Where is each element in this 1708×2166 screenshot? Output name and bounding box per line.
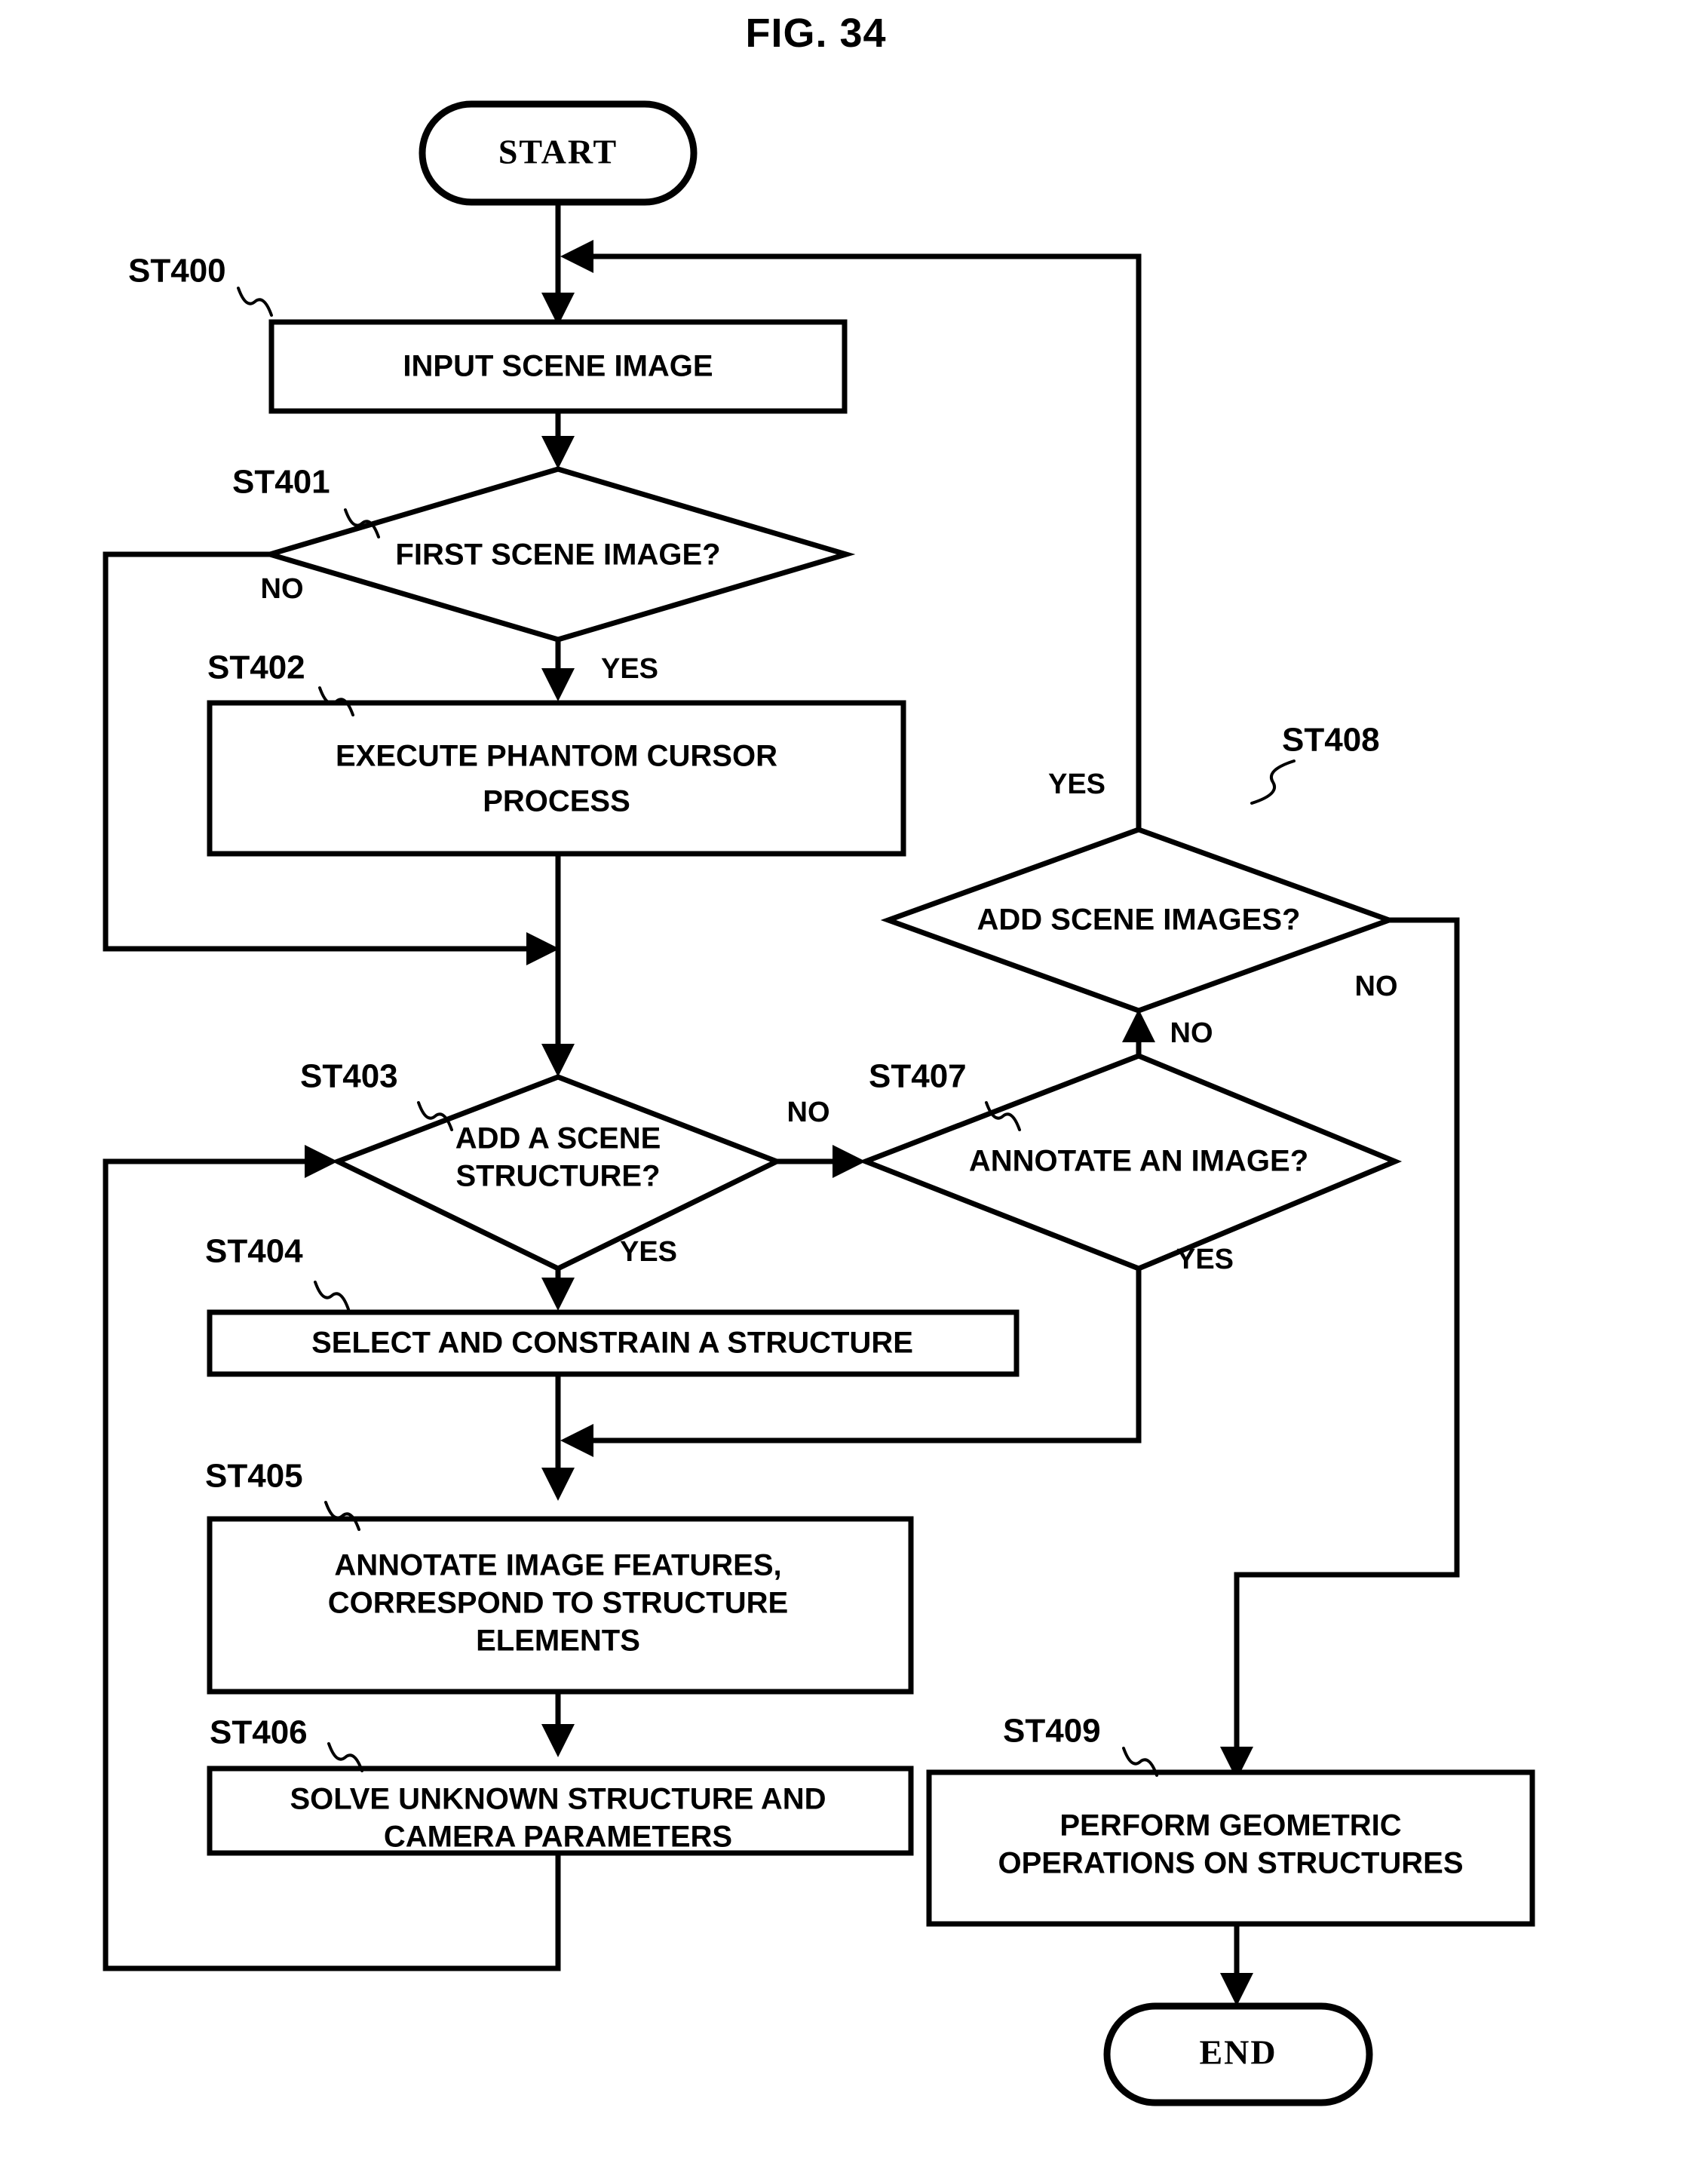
leader-st408: [1250, 759, 1296, 805]
step-ref-st401: ST401: [232, 464, 330, 501]
branch-label-st403-no: NO: [787, 1097, 830, 1128]
arrowhead-st404-in: [541, 1278, 575, 1311]
end-terminator-shape: [1103, 2002, 1373, 2106]
st406-box-shape: [207, 1766, 914, 1856]
st407-label: ANNOTATE AN IMAGE?: [969, 1145, 1308, 1178]
step-ref-st402: ST402: [207, 649, 305, 686]
arrowhead-st401-no-merge: [526, 932, 560, 965]
st405-label-line3: ELEMENTS: [476, 1624, 640, 1658]
step-ref-st405: ST405: [205, 1458, 303, 1495]
branch-label-st407-yes: YES: [1176, 1244, 1234, 1275]
st409-label-line1: PERFORM GEOMETRIC: [1059, 1809, 1401, 1842]
st404-label: SELECT AND CONSTRAIN A STRUCTURE: [311, 1327, 913, 1360]
st409-label-line2: OPERATIONS ON STRUCTURES: [998, 1847, 1463, 1880]
connector-st406-to-st403-loop: [103, 1158, 561, 1971]
step-ref-st409: ST409: [1003, 1713, 1101, 1750]
st403-label-line1: ADD A SCENE: [455, 1122, 661, 1155]
branch-label-st403-yes: YES: [620, 1236, 677, 1268]
connector-st401-no: [103, 551, 537, 952]
step-ref-st403: ST403: [300, 1058, 398, 1095]
leader-st405: [324, 1501, 360, 1531]
end-label: END: [1199, 2033, 1277, 2072]
st408-label: ADD SCENE IMAGES?: [977, 904, 1301, 937]
node-st406[interactable]: SOLVE UNKNOWN STRUCTURE AND CAMERA PARAM…: [207, 1766, 914, 1856]
branch-label-st408-yes: YES: [1048, 769, 1105, 800]
st403-label-line2: STRUCTURE?: [455, 1160, 660, 1193]
step-ref-st400: ST400: [128, 253, 226, 290]
node-st407[interactable]: ANNOTATE AN IMAGE?: [858, 1053, 1403, 1272]
leader-st403: [417, 1101, 453, 1131]
st403-diamond-shape: [331, 1074, 783, 1272]
st404-box-shape: [207, 1309, 1020, 1377]
leader-st404: [314, 1281, 350, 1311]
node-st404[interactable]: SELECT AND CONSTRAIN A STRUCTURE: [207, 1309, 1020, 1377]
arrowhead-st402-in: [541, 668, 575, 701]
leader-st400: [237, 287, 273, 317]
branch-label-st407-no: NO: [1170, 1017, 1213, 1049]
branch-label-st401-no: NO: [261, 573, 304, 605]
node-st403[interactable]: ADD A SCENE STRUCTURE?: [331, 1074, 783, 1272]
node-start[interactable]: START: [419, 100, 698, 206]
st405-box-shape: [207, 1516, 914, 1695]
connector-st407-yes: [577, 1269, 1142, 1443]
st402-label-line1: EXECUTE PHANTOM CURSOR: [336, 740, 777, 773]
node-st402[interactable]: EXECUTE PHANTOM CURSOR PROCESS: [207, 700, 906, 857]
st406-label-line1: SOLVE UNKNOWN STRUCTURE AND: [290, 1783, 826, 1816]
arrowhead-st400-in: [541, 293, 575, 326]
node-end[interactable]: END: [1103, 2002, 1373, 2106]
node-st409[interactable]: PERFORM GEOMETRIC OPERATIONS ON STRUCTUR…: [926, 1769, 1535, 1927]
st400-label: INPUT SCENE IMAGE: [403, 350, 713, 383]
st405-label-line2: CORRESPOND TO STRUCTURE: [328, 1587, 788, 1620]
st402-box-shape: [207, 700, 906, 857]
st402-label-line2: PROCESS: [483, 785, 630, 818]
leader-st401: [344, 508, 380, 538]
step-ref-st404: ST404: [205, 1233, 303, 1270]
connector-st408-no: [1234, 917, 1460, 1757]
arrowhead-end-in: [1220, 1973, 1253, 2006]
st400-box-shape: [268, 319, 848, 414]
arrowhead-st400-loop-in: [560, 240, 593, 273]
connector-st408-yes-loop: [577, 253, 1142, 830]
start-label: START: [498, 133, 618, 171]
arrowhead-st405-in: [541, 1468, 575, 1501]
leader-st406: [327, 1742, 363, 1772]
node-st405[interactable]: ANNOTATE IMAGE FEATURES, CORRESPOND TO S…: [207, 1516, 914, 1695]
step-ref-st407: ST407: [869, 1058, 967, 1095]
st406-label-line2: CAMERA PARAMETERS: [384, 1821, 732, 1854]
start-terminator-shape: [419, 100, 698, 206]
arrowhead-st406-in: [541, 1724, 575, 1757]
arrowhead-st407-in: [833, 1145, 866, 1178]
st401-diamond-shape: [260, 466, 856, 643]
figure-title: FIG. 34: [745, 11, 886, 56]
st409-box-shape: [926, 1769, 1535, 1927]
arrowhead-st401-in: [541, 436, 575, 469]
node-st408[interactable]: ADD SCENE IMAGES?: [880, 827, 1397, 1014]
st405-label-line1: ANNOTATE IMAGE FEATURES,: [334, 1549, 781, 1582]
st407-diamond-shape: [858, 1053, 1403, 1272]
st408-diamond-shape: [880, 827, 1397, 1014]
branch-label-st408-no: NO: [1355, 971, 1398, 1002]
arrowhead-st409-in: [1220, 1747, 1253, 1780]
arrowhead-st403-loop-in: [305, 1145, 338, 1178]
branch-label-st401-yes: YES: [601, 653, 658, 685]
step-ref-st406: ST406: [210, 1714, 308, 1751]
node-st400[interactable]: INPUT SCENE IMAGE: [268, 319, 848, 414]
leader-st409: [1122, 1747, 1158, 1777]
arrowhead-st403-in: [541, 1044, 575, 1077]
arrowhead-st405-side-in: [560, 1424, 593, 1457]
leader-st407: [985, 1101, 1021, 1131]
step-ref-st408: ST408: [1282, 722, 1380, 759]
leader-st402: [318, 686, 354, 716]
st401-label: FIRST SCENE IMAGE?: [395, 538, 720, 572]
node-st401[interactable]: FIRST SCENE IMAGE?: [260, 466, 856, 643]
